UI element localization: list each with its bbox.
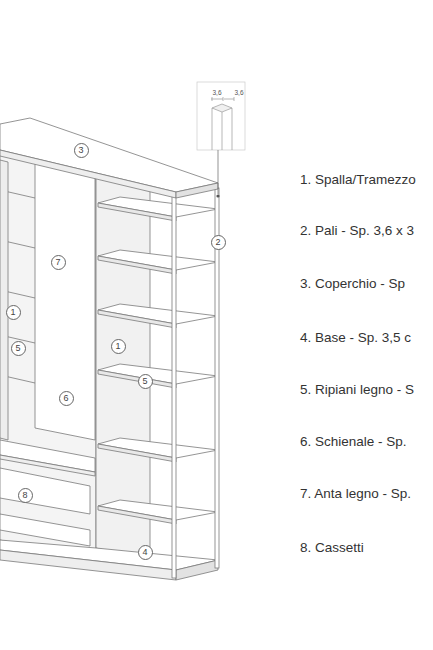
- part-list-item: 5. Ripiani legno - S: [300, 382, 414, 398]
- part-list-item: 8. Cassetti: [300, 540, 364, 556]
- dimension-label: 3,6: [212, 89, 221, 96]
- callout-number: 5: [11, 341, 26, 356]
- dimension-label: 3,6: [234, 89, 243, 96]
- callout-number: 8: [18, 488, 33, 503]
- callout-number: 2: [211, 235, 226, 250]
- part-list-item: 6. Schienale - Sp.: [300, 434, 407, 450]
- detail-inset: [197, 82, 245, 150]
- callout-number: 5: [138, 374, 153, 389]
- callout-number: 1: [6, 305, 21, 320]
- callout-number: 7: [51, 255, 66, 270]
- callout-number: 6: [59, 391, 74, 406]
- callout-number: 3: [74, 143, 89, 158]
- leader-line: [218, 150, 219, 194]
- part-list-item: 1. Spalla/Tramezzo: [300, 172, 416, 188]
- part-list-item: 3. Coperchio - Sp: [300, 276, 405, 292]
- back-panel: [0, 150, 96, 560]
- part-list-item: 2. Pali - Sp. 3,6 x 3: [300, 223, 414, 239]
- part-list-item: 7. Anta legno - Sp.: [300, 486, 411, 502]
- callout-number: 4: [138, 545, 153, 560]
- pole: [172, 196, 176, 578]
- callout-number: 1: [111, 339, 126, 354]
- door: [35, 158, 95, 440]
- part-list-item: 4. Base - Sp. 3,5 c: [300, 330, 411, 346]
- drawer: [0, 468, 90, 514]
